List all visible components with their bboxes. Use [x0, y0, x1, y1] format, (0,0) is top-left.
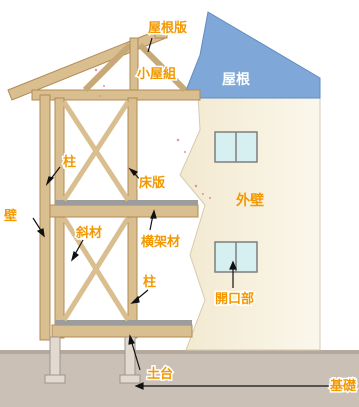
- ground-floor-plate: [55, 320, 192, 325]
- label-wall: 壁: [4, 208, 17, 224]
- floor-beam: [49, 204, 199, 218]
- truss-strut-left: [82, 42, 133, 93]
- floor-plate: [55, 200, 198, 205]
- label-sill: 土台: [147, 366, 173, 382]
- label-opening: 開口部: [215, 291, 254, 307]
- truss-strut-right: [137, 42, 188, 93]
- label-floor-board: 床版: [139, 175, 165, 191]
- label-exterior-wall: 外壁: [236, 192, 264, 209]
- foundation-piers: [44, 336, 141, 384]
- ground-top-edge: [0, 350, 359, 354]
- braces-lower: [61, 216, 131, 322]
- outer-wall-post: [39, 94, 51, 341]
- window-lower: [214, 241, 258, 273]
- ridge-beam: [154, 25, 168, 39]
- leader-lines: [32, 37, 330, 390]
- braces-upper: [61, 100, 131, 202]
- label-foundation: 基礎: [329, 378, 357, 394]
- window-upper: [214, 131, 258, 163]
- label-roof-truss: 小屋組: [137, 66, 176, 82]
- roof-covering: [182, 11, 321, 99]
- paper-speckles: [94, 59, 211, 199]
- king-post: [129, 37, 139, 91]
- post-left: [54, 97, 65, 339]
- label-diagonal-brace: 斜材: [75, 225, 102, 241]
- timber-frame: [7, 25, 201, 341]
- label-post-upper: 柱: [63, 154, 76, 170]
- top-beam: [31, 89, 201, 101]
- label-horizontal-member: 横架材: [141, 234, 180, 250]
- label-post-lower: 柱: [143, 274, 156, 290]
- label-roof: 屋根: [222, 71, 251, 88]
- label-roof-board: 屋根版: [148, 20, 187, 36]
- sill-plate: [51, 324, 193, 338]
